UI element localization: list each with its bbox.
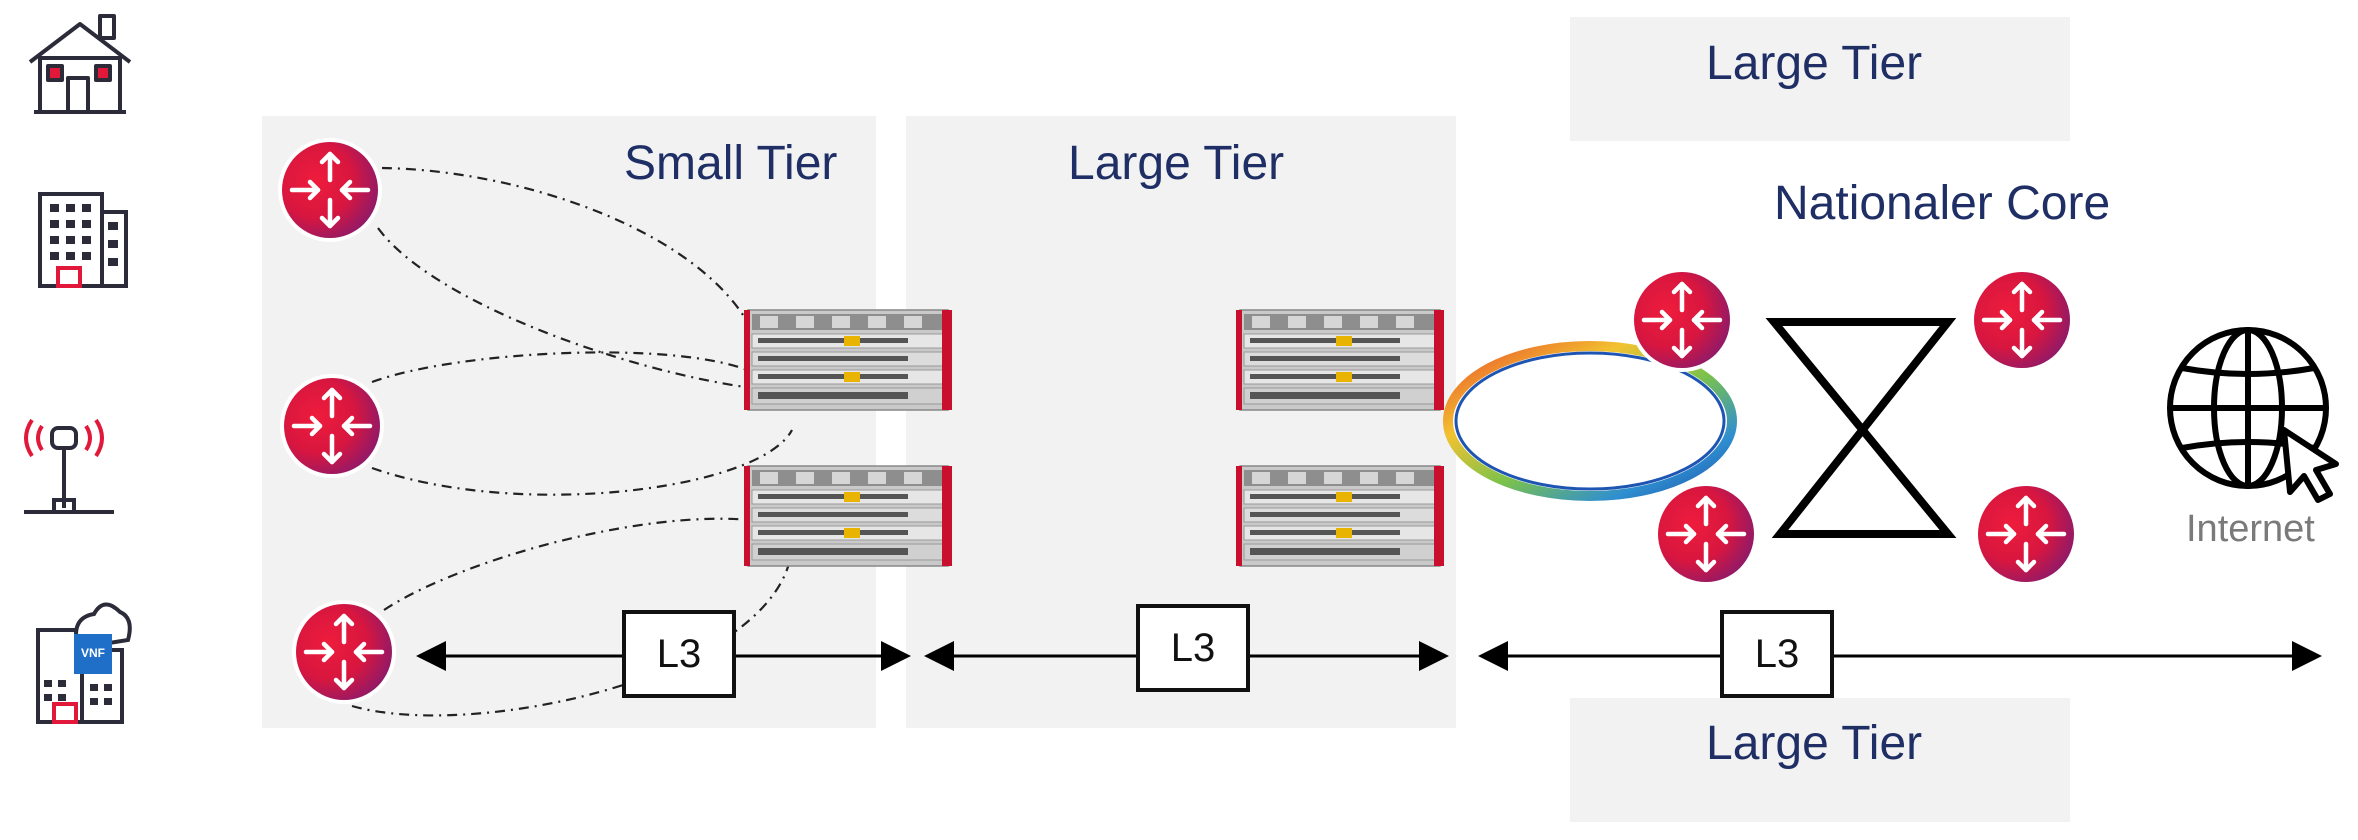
internet-label: Internet: [2186, 508, 2315, 550]
link-r3-c2b: [351, 559, 792, 717]
link-r1-c1b: [377, 227, 753, 390]
l3-left-box: L3: [622, 610, 736, 698]
large-tier-bottom-panel: [1570, 698, 2070, 822]
link-r2-c1: [371, 351, 753, 384]
national-core-label: Nationaler Core: [1774, 177, 2111, 230]
house-icon: [28, 14, 132, 114]
small-tier-label: Small Tier: [624, 137, 838, 190]
link-r1-c1: [381, 166, 753, 331]
datacenter-vnf-icon: [36, 602, 132, 724]
l3-right-box: L3: [1720, 610, 1834, 698]
link-r2-c2: [371, 429, 793, 496]
large-tier-bottom-label: Large Tier: [1706, 717, 1923, 770]
large-tier-top-panel: [1570, 17, 2070, 141]
globe-cursor-icon: [2167, 327, 2339, 503]
link-r3-c2: [383, 517, 751, 611]
large-tier-access-label: Large Tier: [1068, 137, 1285, 190]
cell-tower-icon: [24, 418, 114, 514]
vnf-label: VNF: [81, 646, 105, 660]
office-building-icon: [38, 192, 128, 288]
l3-middle-box: L3: [1136, 604, 1250, 692]
large-tier-top-label: Large Tier: [1706, 37, 1923, 90]
chassis-router-icon: [743, 309, 1445, 567]
